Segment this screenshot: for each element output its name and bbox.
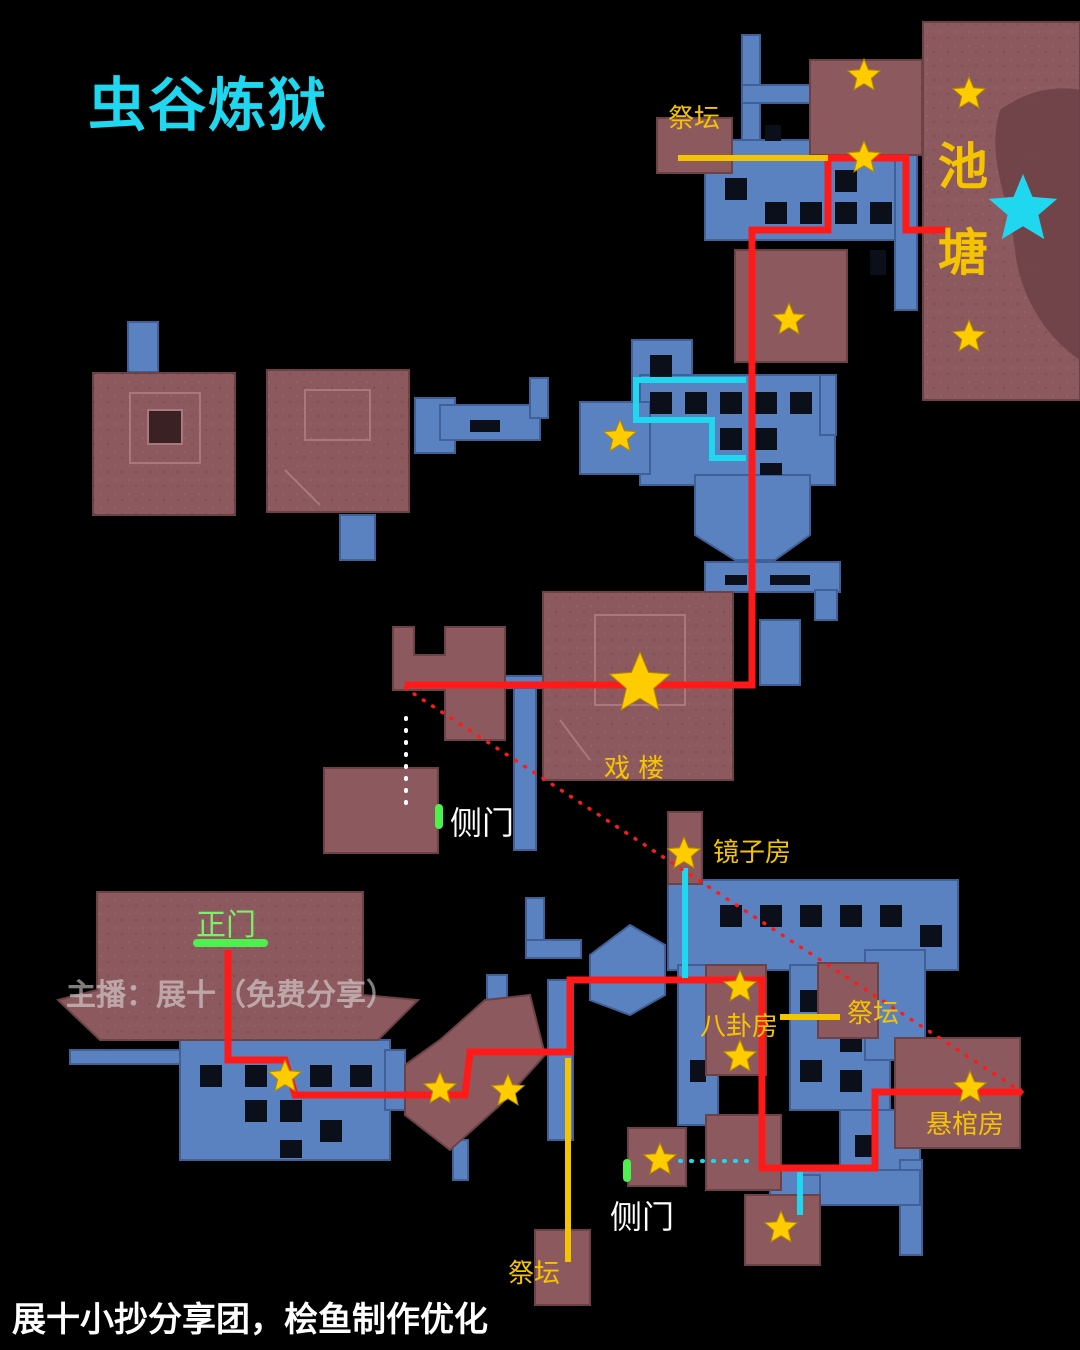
star-markers xyxy=(267,57,1058,1243)
altar-room-top xyxy=(656,117,733,174)
label-side-door-upper: 侧门 xyxy=(450,804,515,842)
yellow-routes xyxy=(565,155,840,1262)
altar-room-mid xyxy=(817,962,879,1039)
star-icon xyxy=(952,1069,988,1103)
label-side-door-lower: 侧门 xyxy=(610,1198,675,1236)
star-icon xyxy=(666,835,702,869)
star-icon xyxy=(722,968,758,1002)
label-altar-mid: 祭坛 xyxy=(847,999,900,1029)
corridor-holes xyxy=(200,125,942,1158)
star-icon xyxy=(763,1209,799,1243)
label-pond-2: 塘 xyxy=(938,224,988,282)
star-icon xyxy=(642,1141,678,1175)
label-theater: 戏 楼 xyxy=(604,754,665,784)
footer-credit: 展十小抄分享团，桧鱼制作优化 xyxy=(12,1300,488,1340)
star-icon xyxy=(490,1072,526,1106)
label-main-gate: 正门 xyxy=(196,908,256,943)
star-icon xyxy=(722,1038,758,1072)
door-markers xyxy=(193,804,631,1182)
star-icon xyxy=(951,75,987,109)
room-lower-center xyxy=(705,1114,782,1191)
altar-room-bottom xyxy=(534,1229,591,1306)
label-coffin-room: 悬棺房 xyxy=(926,1110,1005,1140)
label-altar-bottom: 祭坛 xyxy=(508,1259,561,1289)
dotted-routes xyxy=(403,686,1024,1163)
label-pond-1: 池 xyxy=(938,138,988,196)
star-icon xyxy=(608,650,672,711)
label-altar-top: 祭坛 xyxy=(668,104,721,134)
star-icon xyxy=(771,301,807,335)
star-icon xyxy=(422,1070,458,1104)
label-mirror-room: 镜子房 xyxy=(713,838,792,868)
room-details xyxy=(129,389,686,761)
star-icon xyxy=(602,418,638,452)
star-icon xyxy=(846,139,882,173)
side-room-upper xyxy=(323,767,439,854)
star-icon xyxy=(846,57,882,91)
star-icon xyxy=(951,318,987,352)
map-title: 虫谷炼狱 xyxy=(88,71,329,139)
hex-room xyxy=(404,993,547,1152)
boss-star-icon xyxy=(988,174,1058,240)
star-icon xyxy=(267,1058,303,1092)
streamer-watermark: 主播：展十（免费分享） xyxy=(66,978,396,1013)
label-bagua-room: 八卦房 xyxy=(700,1012,779,1042)
cyan-routes xyxy=(633,377,803,1215)
